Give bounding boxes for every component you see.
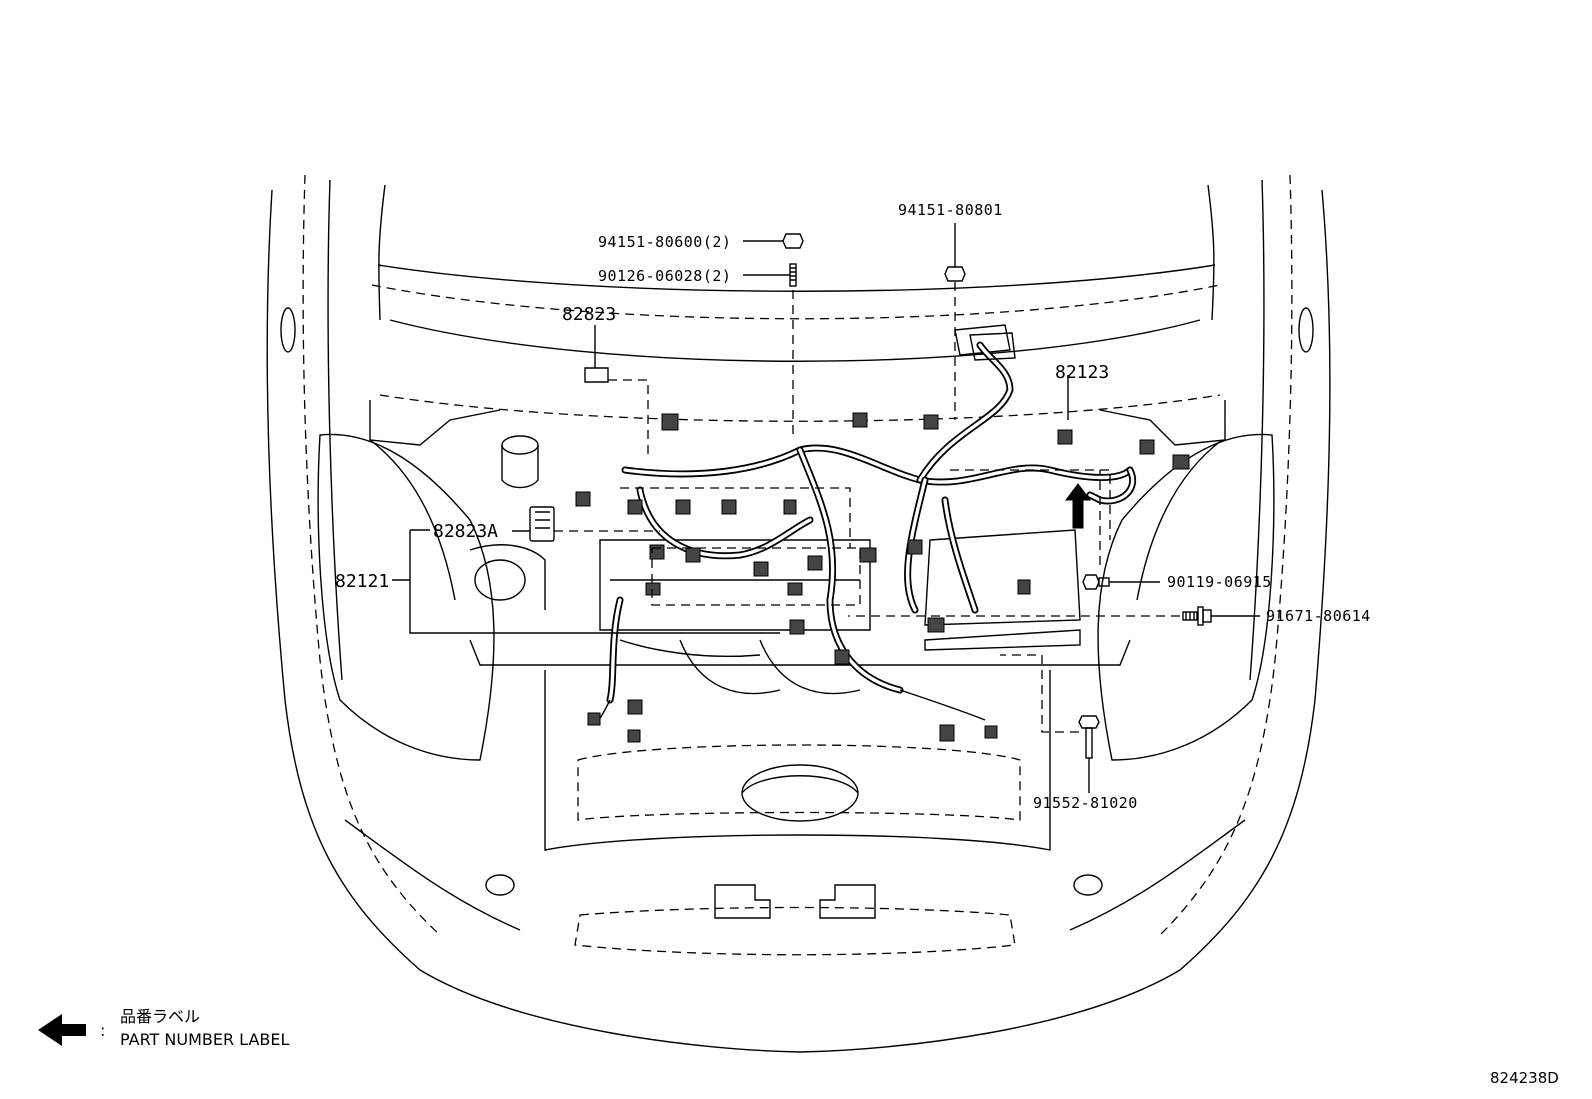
legend-label-en: PART NUMBER LABEL: [120, 1030, 289, 1049]
leader-lines: [392, 223, 1260, 793]
callout-82121: 82121: [335, 571, 389, 592]
stud-bolt-icon: [789, 263, 797, 287]
harness-connectors: [529, 332, 1190, 743]
engine-bay-components: [469, 324, 1081, 695]
legend-separator: :: [100, 1021, 105, 1040]
callout-82123: 82123: [1055, 362, 1109, 383]
callout-91671-80614: 91671-80614: [1266, 607, 1371, 625]
callout-94151-80600: 94151-80600(2): [598, 233, 731, 251]
callout-90126-06028: 90126-06028(2): [598, 267, 731, 285]
legend: : 品番ラベル PART NUMBER LABEL: [38, 1007, 289, 1049]
flange-bolt-icon: [1182, 606, 1212, 626]
callout-91552-81020: 91552-81020: [1033, 794, 1138, 812]
wire-harness: [589, 341, 1137, 723]
nut-icon: [782, 233, 804, 249]
vehicle-body-outline: [266, 174, 1331, 1053]
callout-94151-80801: 94151-80801: [898, 201, 1003, 219]
callout-labels: 94151-80600(2) 90126-06028(2) 94151-8080…: [335, 201, 1371, 812]
hex-bolt-icon: [1078, 715, 1100, 759]
bolt-icon: [1082, 574, 1110, 590]
callout-82823: 82823: [562, 304, 616, 325]
part-number-label-arrow: [1065, 483, 1091, 529]
flange-nut-icon: [944, 266, 966, 282]
legend-label-jp: 品番ラベル: [120, 1007, 200, 1026]
diagram-id: 824238D: [1490, 1069, 1559, 1087]
callout-82823a: 82823A: [433, 521, 498, 542]
callout-90119-06915: 90119-06915: [1167, 573, 1272, 591]
fastener-symbols: [782, 233, 1212, 759]
legend-arrow-icon: [38, 1014, 86, 1046]
